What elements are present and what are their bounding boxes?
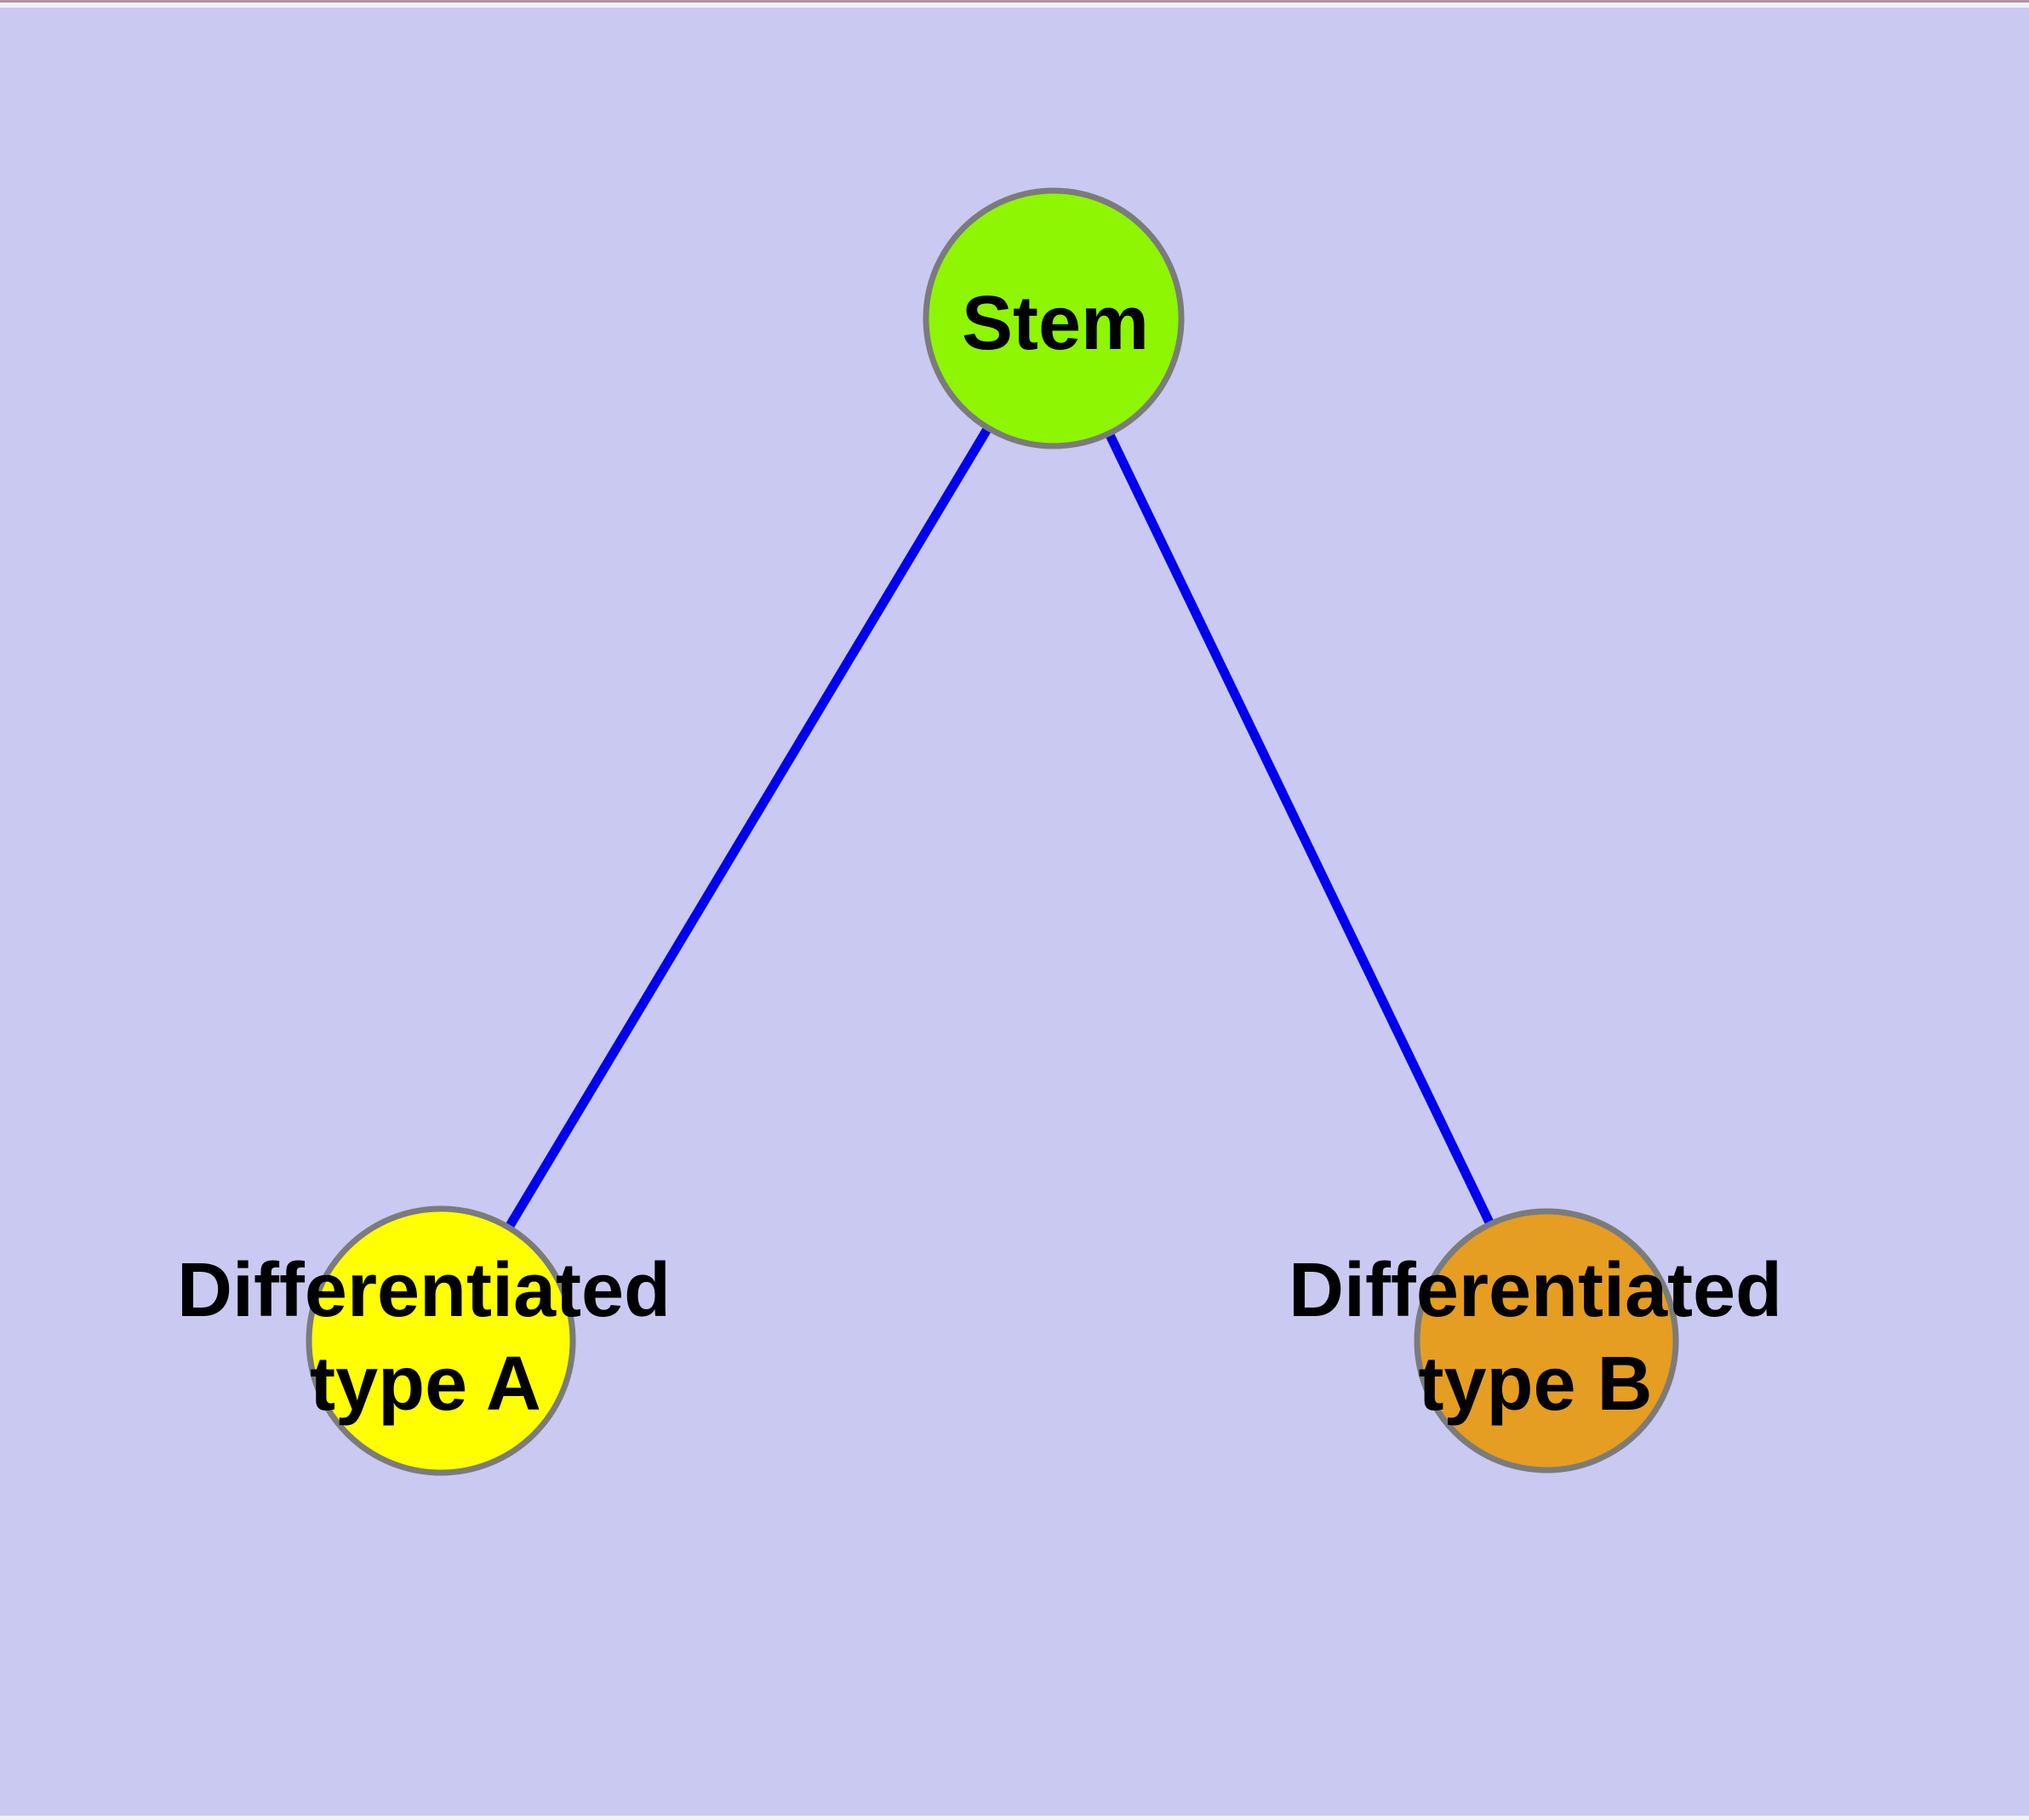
- edge-stem-to-type-b: [1049, 316, 1551, 1343]
- node-stem-label: Stem: [962, 281, 1149, 366]
- edge-stem-to-type-a: [437, 316, 1058, 1343]
- bottom-edge-strip: [0, 1816, 2029, 1820]
- node-type-a-label-line1: Differentiated: [177, 1248, 671, 1333]
- node-type-b-label-line1: Differentiated: [1289, 1248, 1782, 1333]
- node-differentiated-type-b: [1414, 1208, 1679, 1474]
- node-type-a-label-line2: type A: [310, 1342, 541, 1427]
- node-stem: [923, 187, 1185, 449]
- top-edge-strip: [0, 3, 2029, 8]
- top-edge-line: [0, 0, 2029, 3]
- node-type-b-label-line2: type B: [1418, 1342, 1652, 1427]
- node-differentiated-type-a: [306, 1205, 576, 1476]
